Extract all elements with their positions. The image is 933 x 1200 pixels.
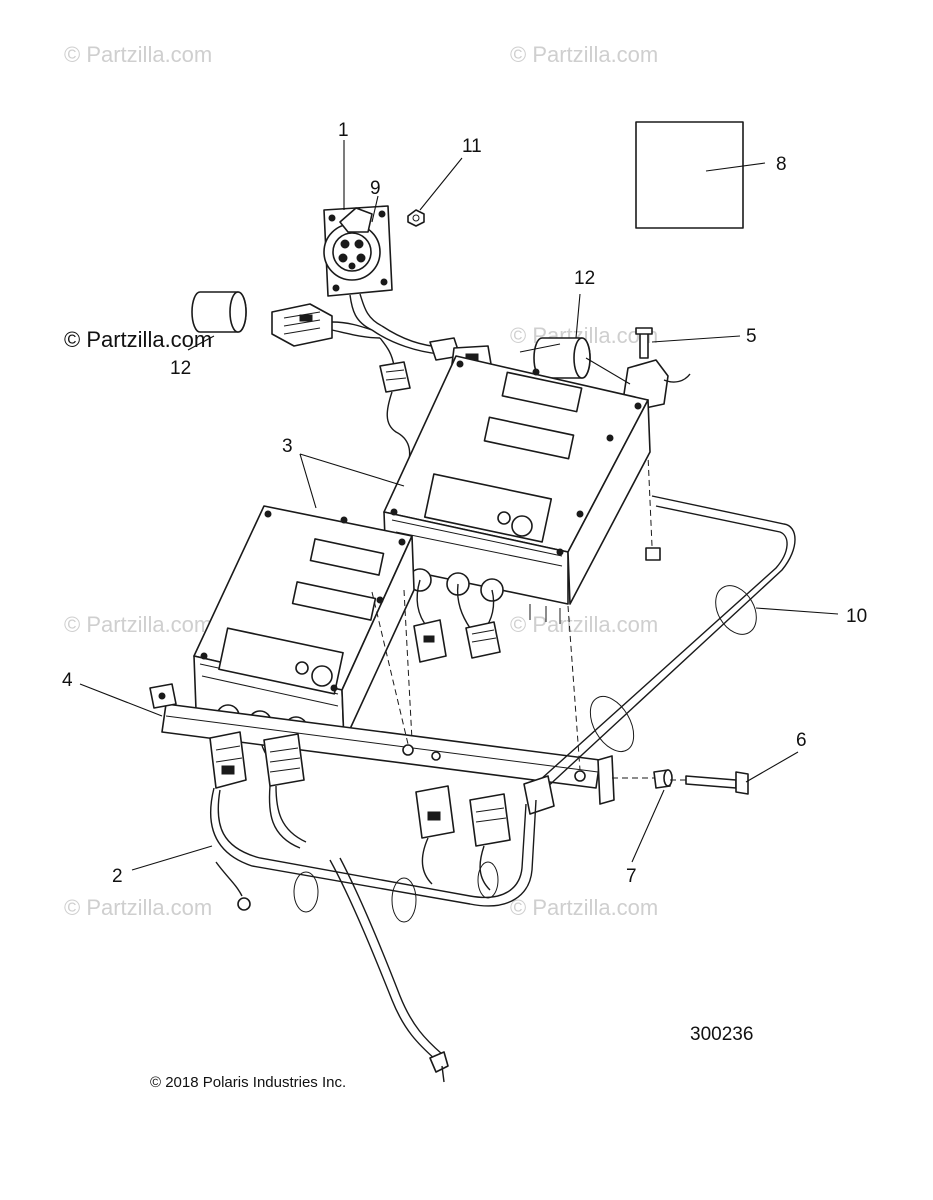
part-2-wire-harness — [209, 731, 537, 1083]
callout-6: 6 — [796, 730, 807, 751]
copyright-notice: © 2018 Polaris Industries Inc. — [150, 1074, 346, 1091]
harness-connector-pigtail — [271, 303, 381, 347]
callout-4: 4 — [62, 670, 73, 691]
part-12-ferrite-right — [533, 337, 591, 379]
callout-11: 11 — [462, 136, 482, 157]
callout-12-left: 12 — [170, 358, 191, 379]
callout-12-right: 12 — [574, 268, 595, 289]
callout-8: 8 — [776, 154, 787, 175]
diagram-reference-number: 300236 — [690, 1024, 753, 1045]
leader-lines — [79, 140, 839, 871]
watermark-bottom-left: © Partzilla.com — [64, 895, 212, 920]
watermarks: © Partzilla.com © Partzilla.com © Partzi… — [64, 42, 658, 920]
callout-7: 7 — [626, 866, 637, 887]
part-1-charge-port — [323, 205, 393, 331]
part-7-spacer — [653, 769, 673, 789]
callout-2: 2 — [112, 866, 123, 887]
part-10-bracket-harness — [523, 495, 796, 815]
watermark-top-right: © Partzilla.com — [510, 42, 658, 67]
callout-5: 5 — [746, 326, 757, 347]
watermark-bottom-right: © Partzilla.com — [510, 895, 658, 920]
part-12-ferrite-left — [191, 291, 247, 333]
part-8-label — [635, 121, 766, 229]
callout-1: 1 — [338, 120, 349, 141]
part-11-nut — [407, 209, 425, 227]
watermark-top-left: © Partzilla.com — [64, 42, 212, 67]
watermark-left-middle: © Partzilla.com — [64, 612, 212, 637]
part-6-bolt — [612, 771, 749, 795]
callout-3: 3 — [282, 436, 293, 457]
watermark-right-middle: © Partzilla.com — [510, 612, 658, 637]
callouts: 1 9 11 8 12 12 5 3 4 10 6 7 2 — [62, 120, 867, 887]
watermark-strong: © Partzilla.com — [64, 327, 212, 352]
callout-10: 10 — [846, 606, 867, 627]
part-3-charger-upper — [383, 355, 651, 663]
part-4-mounting-rail — [149, 589, 615, 805]
callout-9: 9 — [370, 178, 381, 199]
